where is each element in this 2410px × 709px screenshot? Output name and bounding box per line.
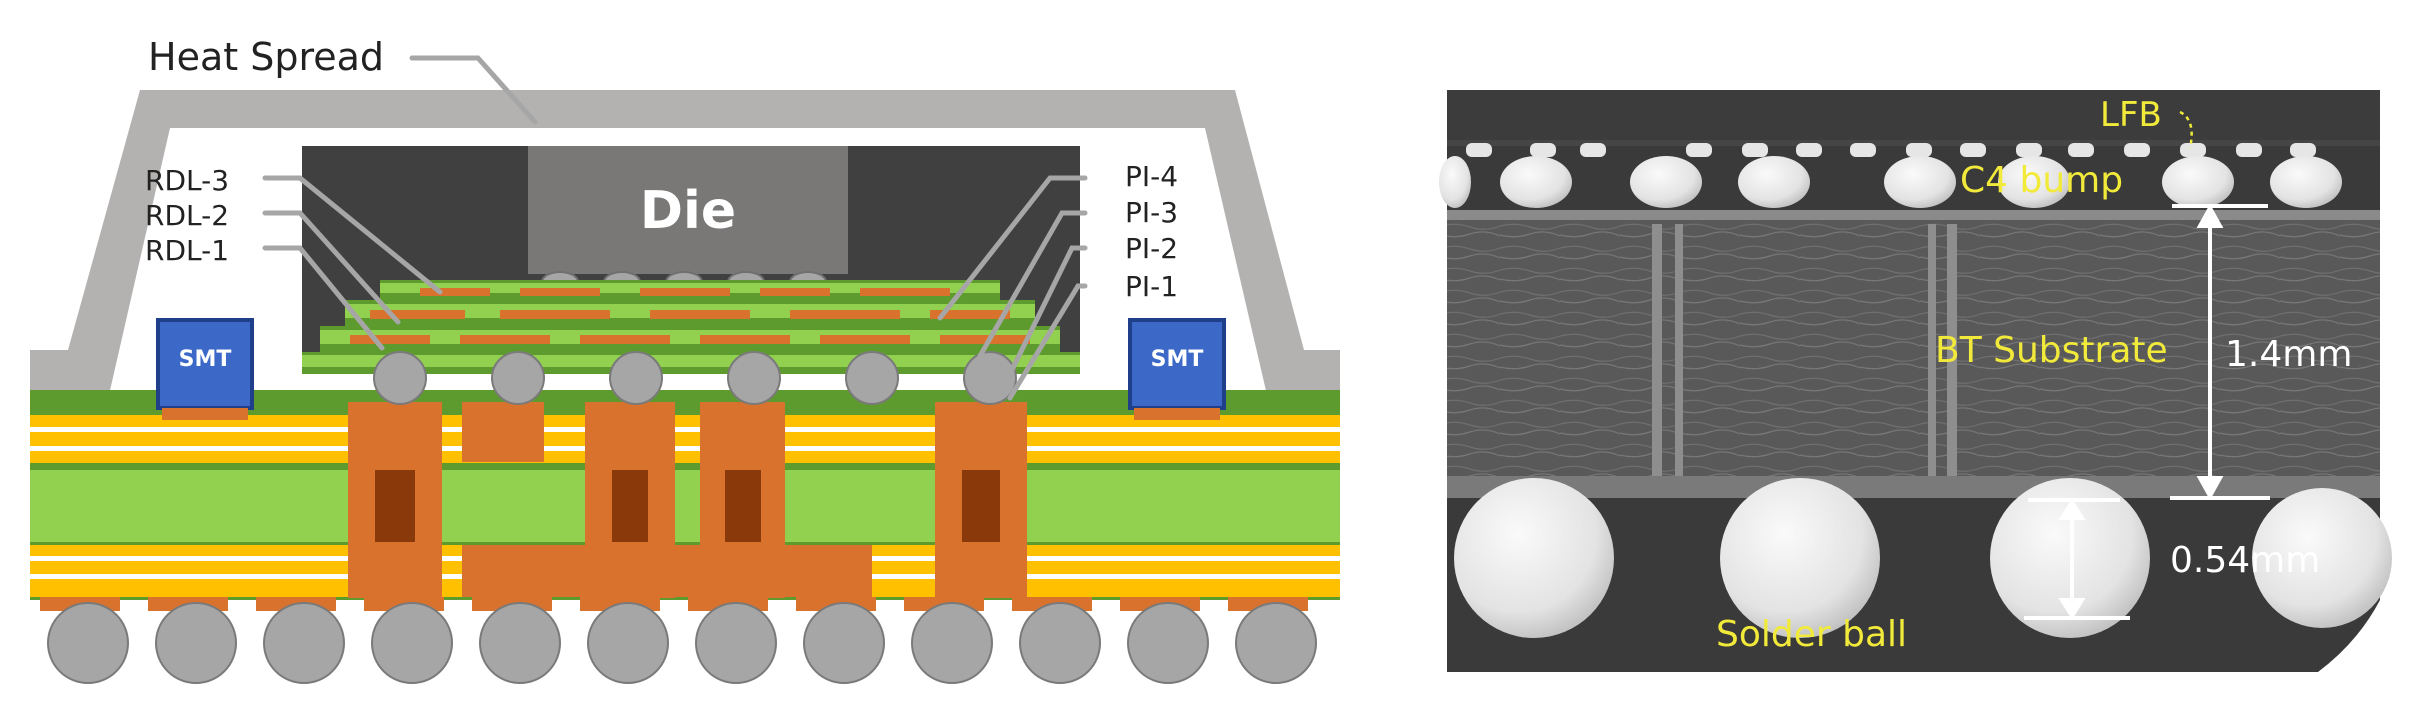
lfb-label: LFB (2100, 95, 2162, 135)
rdl-stack (302, 280, 1080, 374)
pi-4-label: PI-4 (1125, 160, 1178, 193)
substrate-thickness-label: 1.4mm (2225, 334, 2352, 375)
solder-ball-label: Solder ball (1716, 614, 1907, 655)
die (528, 146, 848, 274)
smt-right (1128, 318, 1226, 420)
pi-3-label: PI-3 (1125, 196, 1178, 229)
c4-bumps (373, 351, 1017, 405)
rdl-3-label: RDL-3 (145, 164, 229, 197)
rdl-1-label: RDL-1 (145, 234, 229, 267)
smt-right-label: SMT (1151, 347, 1204, 372)
dimension-markers (2024, 203, 2270, 620)
leader-lines (262, 55, 1088, 401)
pi-2-label: PI-2 (1125, 232, 1178, 265)
c4-bump-micrographs (1439, 156, 2342, 208)
ball-height-label: 0.54mm (2170, 540, 2320, 581)
solder-ball-micrographs (1454, 478, 2392, 638)
package-cross-section: Heat Spread Die SMT SMT RDL-3 RDL-2 RDL-… (30, 35, 1340, 684)
heat-spreader (30, 90, 1340, 408)
substrate (30, 390, 1340, 611)
rdl-2-label: RDL-2 (145, 199, 229, 232)
pi-1-label: PI-1 (1125, 270, 1178, 303)
smt-left-label: SMT (179, 347, 232, 372)
c4-bump-label: C4 bump (1960, 160, 2123, 201)
smt-left (156, 318, 254, 420)
lfb-bumps (1466, 143, 2316, 157)
solder-balls (47, 602, 1317, 684)
heat-spread-label: Heat Spread (148, 35, 384, 79)
sem-micrograph: LFB C4 bump BT Substrate 1.4mm 0.54mm So… (1439, 90, 2392, 672)
bt-substrate-label: BT Substrate (1935, 330, 2168, 371)
die-label: Die (640, 181, 736, 241)
